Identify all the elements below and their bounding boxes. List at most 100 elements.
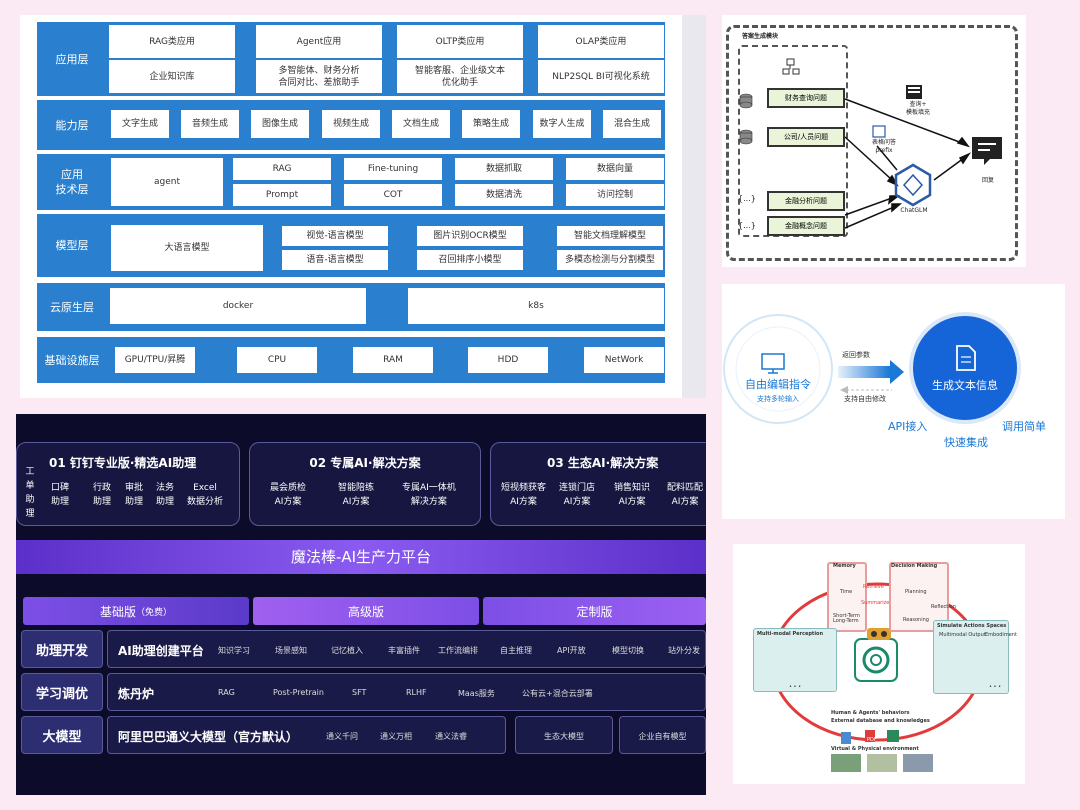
row-title: AI助理创建平台 [118, 644, 204, 658]
tech-item: COT [344, 184, 442, 206]
capability-item: 混合生成 [603, 110, 661, 138]
model-item: 召回排序小模型 [417, 250, 523, 270]
row-label: 大模型 [21, 716, 103, 754]
app-col: OLTP类应用 智能客服、企业级文本 优化助手 [397, 25, 523, 93]
perception-label: Multi-modal Perception [757, 631, 824, 637]
box-label: 企业自有模型 [638, 732, 687, 741]
card-item: 晨会质检 AI方案 [270, 483, 307, 507]
robot-icon [867, 628, 891, 640]
app-col: OLAP类应用 NLP2SQL BI可视化系统 [538, 25, 664, 93]
cloud-layer: 云原生层 docker k8s [37, 283, 665, 331]
prefix-label: 表格问答 prefix [871, 139, 896, 154]
tier-advanced[interactable]: 高级版 [253, 597, 479, 625]
app-title: OLAP类应用 [538, 25, 664, 58]
capability-item: 文档生成 [392, 110, 450, 138]
magic-wand-platform: 01 钉钉专业版·精选AI助理 工 单 助 理 口碑 助理 行政 助理 审批 助… [16, 414, 706, 795]
infra-layer: 基础设施层 GPU/TPU/昇腾 CPU RAM HDD NetWork [37, 337, 665, 383]
row-body: AI助理创建平台 知识学习 场景感知 记忆植入 丰富插件 工作流编排 自主推理 … [107, 630, 706, 668]
card-title: 03 生态AI·解决方案 [547, 456, 659, 470]
tech-item: RAG [233, 158, 331, 180]
fill-label: 查询+ 模板填充 [905, 101, 930, 116]
solution-card-2: 02 专属AI·解决方案 晨会质检 AI方案 智能陪练 AI方案 专属AI一体机… [249, 442, 481, 526]
edit-title: 自由编辑指令 [745, 378, 811, 391]
chatglm-icon [894, 163, 932, 207]
question-box: 金融分析问题 [767, 191, 845, 211]
human-label: Human & Agents' behaviors [831, 710, 910, 716]
globe-icon [887, 730, 899, 742]
answer-flow-diagram: 答案生成模块 财务查询问题 公司/人员问题 金融分析问题 金融概念问题 {...… [722, 15, 1026, 267]
row-item: 通义万相 [380, 732, 412, 741]
agent-framework-figure: Memory Decision Making Retrieve Summariz… [733, 544, 1025, 784]
app-desc: 多智能体、财务分析 合同对比、差旅助手 [256, 60, 382, 93]
openai-logo-icon [854, 638, 898, 682]
layer-label: 云原生层 [50, 300, 94, 314]
agent-box: agent [111, 158, 223, 206]
question-frame [738, 45, 848, 237]
generate-title: 生成文本信息 [932, 379, 998, 392]
card-item: 销售知识 AI方案 [614, 483, 651, 507]
docker-box: docker [110, 288, 366, 324]
row-item: 通义法睿 [435, 732, 467, 741]
infra-item: RAM [353, 347, 433, 373]
row-item: RLHF [406, 688, 427, 697]
tech-item: 数据向量 [566, 158, 664, 180]
layer-label: 能力层 [55, 118, 89, 132]
model-item: 图片识别OCR模型 [417, 226, 523, 246]
platform-title: 魔法棒-AI生产力平台 [290, 548, 432, 566]
photo-icon [831, 754, 861, 772]
perception-box [753, 628, 837, 692]
tier-label: 定制版 [576, 604, 613, 619]
time-label: Time [840, 589, 853, 595]
memory-label: Memory [833, 563, 856, 569]
card-item: 短视频获客 AI方案 [501, 483, 547, 507]
summarize-label: Summarize [861, 600, 890, 606]
model-item: 智能文档理解模型 [557, 226, 663, 246]
layer-label: 应用 技术层 [55, 168, 89, 196]
tier-custom[interactable]: 定制版 [483, 597, 706, 625]
photo-icon [903, 754, 933, 772]
app-desc: 智能客服、企业级文本 优化助手 [397, 60, 523, 93]
interfaces-label: Multimodal Output [939, 632, 986, 638]
scroll-strip [682, 15, 706, 398]
row-item: 通义千问 [326, 732, 358, 741]
model-item: 视觉-语言模型 [282, 226, 388, 246]
card-item: 行政 助理 [93, 483, 112, 507]
card-item: 口碑 助理 [51, 483, 70, 507]
row-large-model: 大模型 阿里巴巴通义大模型（官方默认） 通义千问 通义万相 通义法睿 生态大模型… [21, 716, 706, 754]
braces-icon: {...} [738, 194, 756, 203]
infra-item: NetWork [584, 347, 664, 373]
row-item: SFT [352, 688, 367, 697]
layer-label: 应用层 [55, 52, 89, 66]
card-lead: 工 单 助 理 [25, 467, 35, 519]
actions-more: • • • [989, 684, 1002, 690]
card-item: 智能陪练 AI方案 [338, 483, 375, 507]
embodiment-label: Embodiment [985, 632, 1017, 638]
tech-item: 数据清洗 [455, 184, 553, 206]
app-desc: 企业知识库 [109, 60, 235, 93]
tier-basic[interactable]: 基础版（免费） [23, 597, 249, 625]
reflection-label: Reflection [931, 604, 956, 610]
capability-item: 视频生成 [322, 110, 380, 138]
return-arrow [838, 366, 890, 378]
row-title: 炼丹炉 [118, 687, 155, 701]
model-layer: 模型层 大语言模型 视觉-语言模型 语音-语言模型 图片识别OCR模型 召回排序… [37, 214, 665, 277]
app-col: Agent应用 多智能体、财务分析 合同对比、差旅助手 [256, 25, 382, 93]
row-item: 模型切换 [612, 646, 644, 655]
planning-label: Planning [905, 589, 927, 595]
card-title: 01 钉钉专业版·精选AI助理 [49, 456, 197, 470]
app-layer: 应用层 RAG类应用 企业知识库 Agent应用 多智能体、财务分析 合同对比、… [37, 22, 665, 96]
reply-label: 回复 [981, 177, 994, 184]
solution-card-3: 03 生态AI·解决方案 短视频获客 AI方案 连锁门店 AI方案 销售知识 A… [490, 442, 706, 526]
tech-layer: 应用 技术层 agent RAG Prompt Fine-tuning COT … [37, 154, 665, 210]
layer-label: 基础设施层 [44, 353, 100, 367]
enterprise-model-box: 企业自有模型 [619, 716, 706, 754]
row-item: 工作流编排 [438, 646, 478, 655]
perception-more: • • • [789, 684, 802, 690]
infra-item: CPU [237, 347, 317, 373]
feature-simple: 调用简单 [1002, 420, 1046, 433]
row-body: 阿里巴巴通义大模型（官方默认） 通义千问 通义万相 通义法睿 [107, 716, 506, 754]
row-item: 站外分发 [668, 646, 700, 655]
capability-item: 策略生成 [462, 110, 520, 138]
row-item: Post-Pretrain [273, 688, 324, 697]
question-box: 公司/人员问题 [767, 127, 845, 147]
